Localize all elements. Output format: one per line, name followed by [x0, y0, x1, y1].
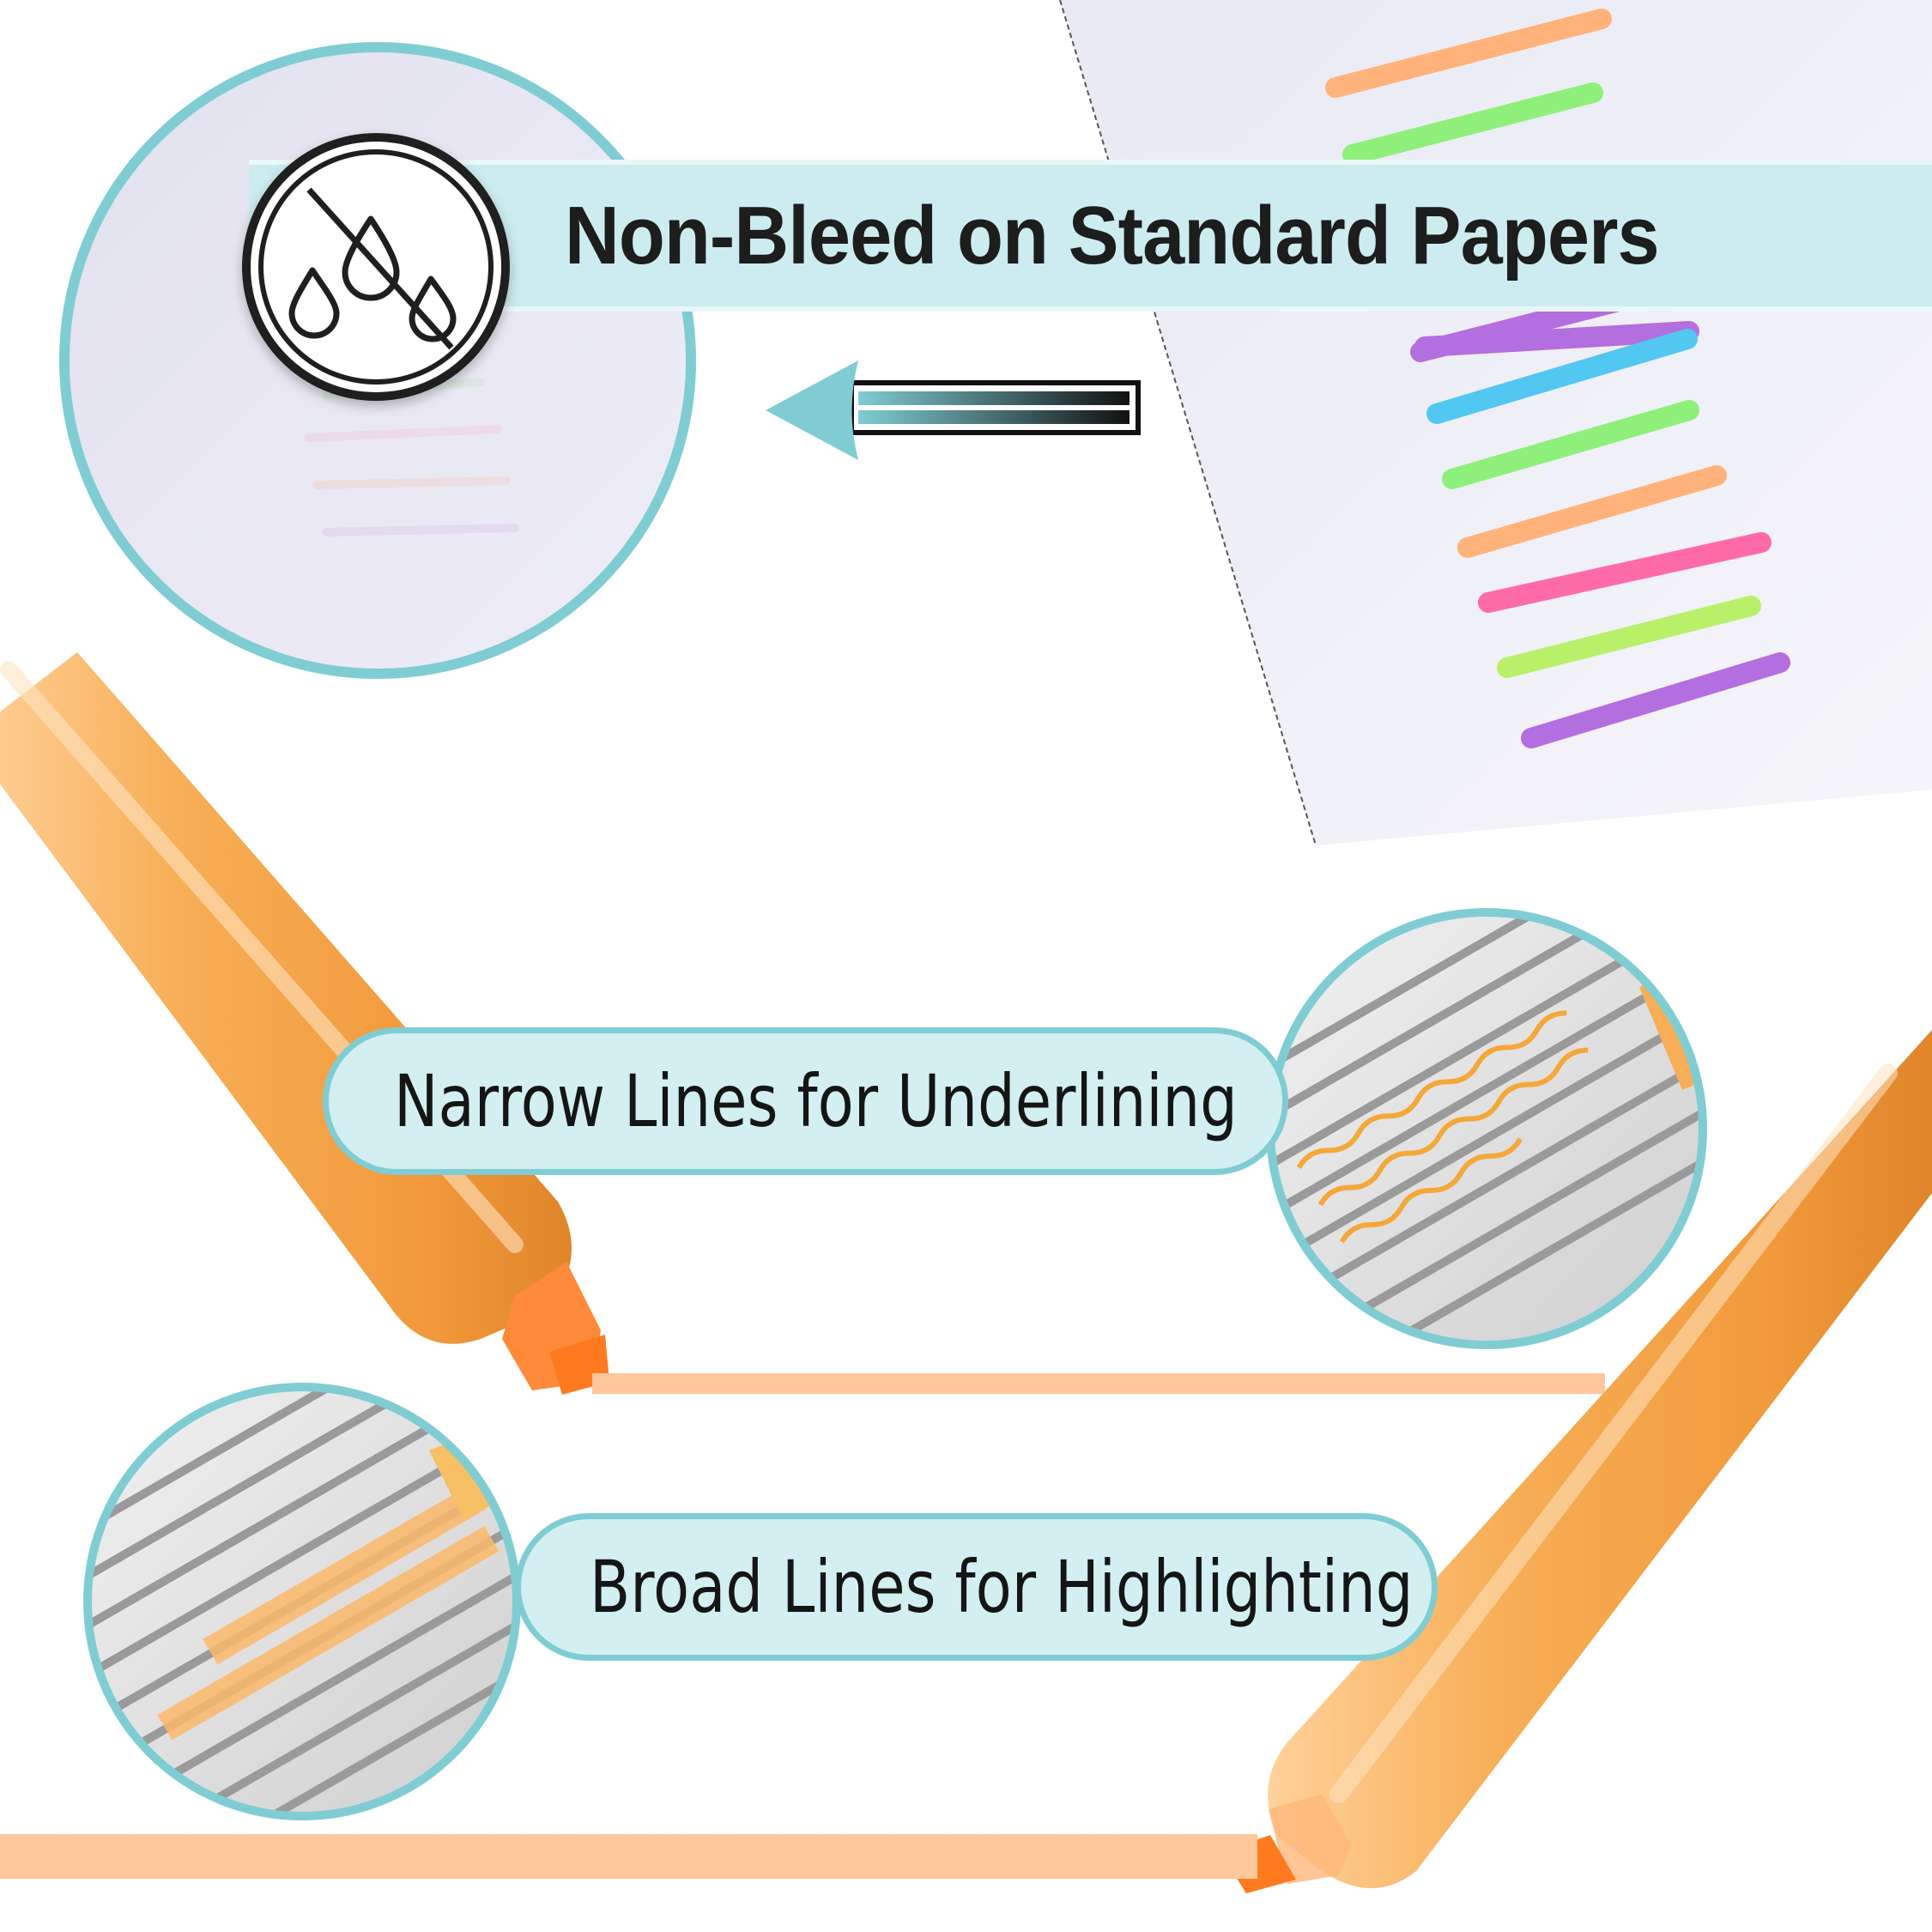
left-arrow-icon [766, 360, 1141, 460]
feature-pill-broad: Broad Lines for Highlighting [515, 1513, 1438, 1661]
headline-title: Non-Bleed on Standard Papers [565, 189, 1660, 282]
feature-pill-narrow: Narrow Lines for Underlining [323, 1027, 1288, 1175]
underlining-magnifier [1266, 908, 1707, 1349]
headline-banner: Non-Bleed on Standard Papers [249, 160, 1932, 312]
highlighting-magnifier [83, 1383, 521, 1820]
no-ink-bleed-icon [242, 133, 510, 401]
feature-label-narrow: Narrow Lines for Underlining [394, 1059, 1238, 1143]
marker-lower-right [1220, 1030, 1932, 1893]
feature-label-broad: Broad Lines for Highlighting [590, 1545, 1414, 1629]
marker-upper-left [0, 652, 609, 1395]
